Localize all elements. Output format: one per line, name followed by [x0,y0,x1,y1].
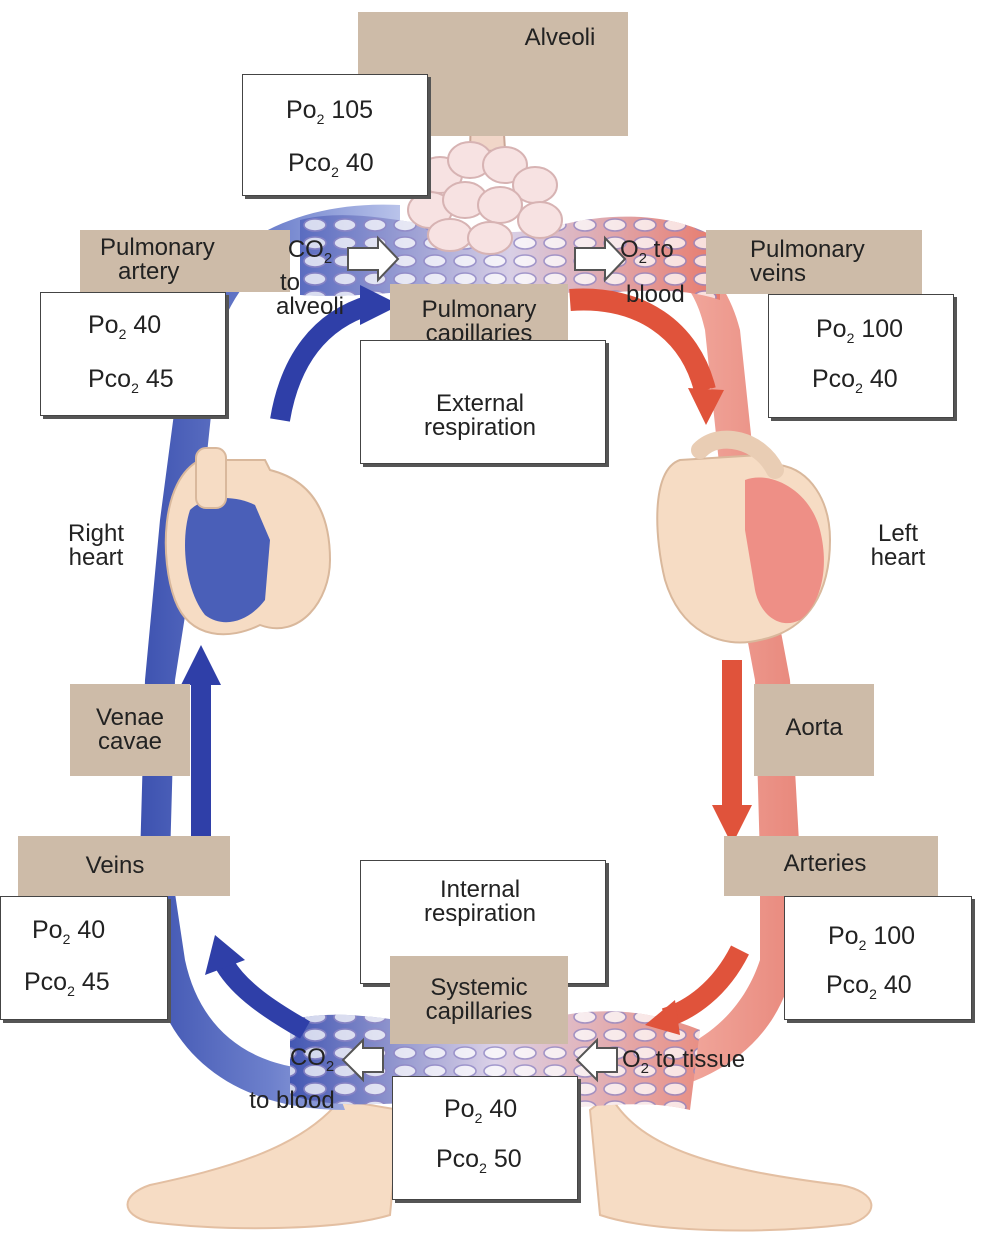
veins-gas-box [0,896,168,1020]
external-respiration-box [360,340,606,464]
right-heart-illustration [164,447,332,636]
arteries-gas-box [784,896,972,1020]
external-respiration-label: External respiration [423,390,537,441]
alveoli-pco2: Pco2 40 [288,149,374,180]
pulmonary-veins-label: Pulmonary veins [750,236,865,287]
pulmonary-veins-gas-box [768,294,954,418]
veins-po2: Po2 40 [32,916,106,947]
pulmonary-veins-pco2: Pco2 40 [812,365,898,396]
arteries-label-panel [724,836,938,896]
pulmonary-artery-po2: Po2 40 [88,311,162,342]
veins-label-panel [18,836,230,896]
pulmonary-artery-gas-box [40,292,226,416]
co2-to-alveoli-label: CO2 to alveoli [275,236,345,320]
aorta-label: Aorta [785,714,843,741]
veins-pco2: Pco2 45 [24,968,110,999]
pulmonary-artery-pco2: Pco2 45 [88,365,174,396]
arteries-po2: Po2 100 [828,922,916,953]
pulmonary-capillaries-label-panel [390,284,568,346]
venae-cavae-label: Venae cavae [95,704,165,755]
pulmonary-artery-label: Pulmonary artery [100,234,215,285]
systemic-capillaries-label-front: Systemic capillaries [425,974,533,1025]
oxygenated-flow-arrows [569,288,752,1035]
o2-to-tissue-label: O2 to tissue [622,1046,746,1077]
tissue-po2: Po2 40 [444,1095,518,1126]
left-heart-illustration [656,430,832,644]
gas-exchange-arrows [341,235,627,1083]
left-heart-label: Left heart [870,520,926,571]
arteries-pco2: Pco2 40 [826,971,912,1002]
pulmonary-capillaries-label: Pulmonary capillaries [421,296,537,347]
right-heart-label: Right heart [67,520,125,571]
tissue-gas-box [392,1076,578,1200]
pulmonary-veins-po2: Po2 100 [816,315,904,346]
pulmonary-artery-label-panel [80,230,290,292]
aorta-label-panel [754,684,874,776]
systemic-capillaries-label-panel-front [390,956,568,1044]
veins-label: Veins [85,852,145,879]
arteries-label: Arteries [783,850,867,877]
internal-respiration-label: Internal respiration [423,876,537,927]
venous-vessel [140,204,400,1110]
tissue-pco2: Pco2 50 [436,1145,522,1176]
venae-cavae-label-panel [70,684,190,776]
deoxygenated-flow-arrows [181,285,400,1039]
o2-to-blood-label: O2 to blood [620,236,685,308]
alveoli-gas-box [242,74,428,196]
alveoli-label: Alveoli [524,24,596,51]
alveoli-po2: Po2 105 [286,96,374,127]
pulmonary-veins-label-panel [706,230,922,294]
feet [126,1093,873,1232]
co2-to-blood-label: CO2 to blood [249,1044,335,1114]
